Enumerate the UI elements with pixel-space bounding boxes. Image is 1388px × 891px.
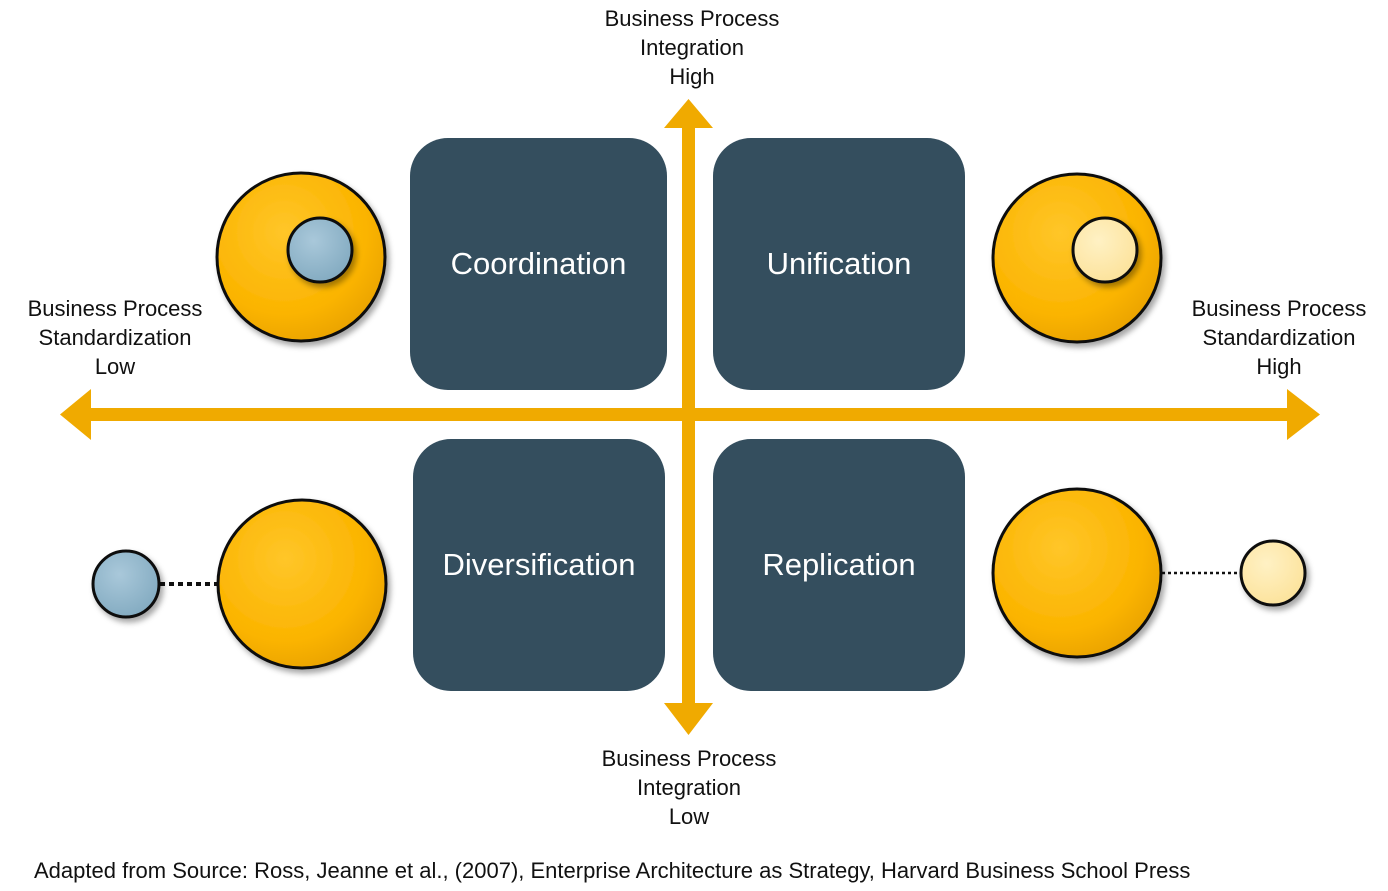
axis-label-right-line3: High (1256, 354, 1302, 379)
source-citation: Adapted from Source: Ross, Jeanne et al.… (34, 858, 1191, 883)
axis-label-left-line3: Low (94, 354, 136, 379)
coordination-circle-icon (215, 171, 387, 343)
left-arrowhead (60, 389, 91, 440)
quadrant-coordination: Coordination (410, 138, 667, 390)
axis-label-bottom-line1: Business Process (601, 746, 777, 771)
axis-label-top-line3: High (669, 64, 715, 89)
quadrant-label-replication: Replication (762, 547, 915, 582)
axis-label-top-line1: Business Process (604, 6, 780, 31)
axis-label-bottom-line2: Integration (637, 775, 741, 800)
axis-label-left-line2: Standardization (38, 325, 192, 350)
quadrant-label-unification: Unification (767, 246, 912, 281)
quadrant-diversification: Diversification (413, 439, 665, 691)
bottom-arrowhead (664, 703, 713, 735)
axis-label-bottom: Business Process Integration Low (589, 744, 789, 831)
axis-label-top-line2: Integration (640, 35, 744, 60)
top-arrowhead (664, 99, 713, 128)
vertical-axis-arrow (664, 99, 713, 735)
axis-label-right: Business Process Standardization High (1174, 294, 1384, 381)
axis-label-top: Business Process Integration High (592, 4, 792, 91)
axis-label-left: Business Process Standardization Low (10, 294, 220, 381)
right-arrowhead (1287, 389, 1320, 440)
quadrant-label-diversification: Diversification (443, 547, 636, 582)
quadrant-unification: Unification (713, 138, 965, 390)
replication-circle-icon (991, 487, 1307, 659)
axis-label-right-line2: Standardization (1202, 325, 1356, 350)
axis-label-left-line1: Business Process (27, 296, 203, 321)
axis-label-bottom-line3: Low (668, 804, 710, 829)
diversification-circle-icon (91, 498, 388, 670)
quadrant-replication: Replication (713, 439, 965, 691)
unification-circle-icon (991, 172, 1163, 344)
axis-label-right-line1: Business Process (1191, 296, 1367, 321)
quadrant-label-coordination: Coordination (451, 246, 627, 281)
